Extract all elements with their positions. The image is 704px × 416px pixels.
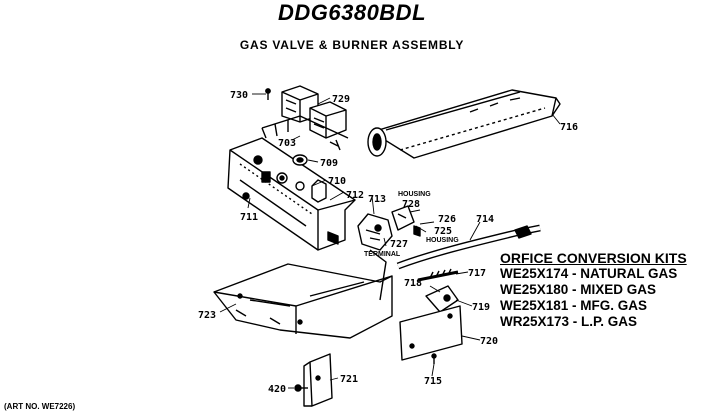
conversion-kit-mixed-gas: WE25X180 - MIXED GAS <box>500 282 657 297</box>
burner-tube-716 <box>367 89 561 159</box>
part-label-713: 713 <box>368 194 386 205</box>
conversion-kit-lp-gas: WR25X173 - L.P. GAS <box>500 314 638 329</box>
part-label-718: 718 <box>404 278 422 289</box>
part-label-720: 720 <box>480 336 498 347</box>
part-label-719: 719 <box>472 302 490 313</box>
model-number-title: DDG6380BDL <box>277 0 427 25</box>
part-label-716: 716 <box>560 122 578 133</box>
access-plate-720 <box>399 305 463 361</box>
terminal-annotation: TERMINAL <box>364 251 401 258</box>
bracket-721 <box>303 353 333 407</box>
screw-420 <box>294 384 308 392</box>
fitting-709 <box>292 154 308 166</box>
valve-coil-assembly-729 <box>261 85 349 151</box>
mounting-bracket-723 <box>213 249 393 339</box>
part-label-714: 714 <box>476 214 494 225</box>
part-label-723: 723 <box>198 310 216 321</box>
gas-supply-tube-714 <box>396 224 541 270</box>
part-label-703: 703 <box>278 138 296 149</box>
part-label-712: 712 <box>346 190 364 201</box>
part-label-709: 709 <box>320 158 338 169</box>
housing-728 <box>391 205 421 237</box>
part-label-729: 729 <box>332 94 350 105</box>
assembly-subtitle: GAS VALVE & BURNER ASSEMBLY <box>239 38 465 52</box>
conversion-kits-heading: ORFICE CONVERSION KITS <box>500 250 687 266</box>
housing-annotation-top: HOUSING <box>398 191 431 198</box>
leader-lines <box>219 93 561 389</box>
screw-730 <box>265 88 271 100</box>
conversion-kit-natural-gas: WE25X174 - NATURAL GAS <box>500 266 678 281</box>
part-label-721: 721 <box>340 374 358 385</box>
part-label-725: 725 <box>434 226 452 237</box>
part-label-727: 727 <box>390 239 408 250</box>
part-label-715: 715 <box>424 376 442 387</box>
art-number: (ART NO. WE7226) <box>4 402 76 411</box>
part-label-730: 730 <box>230 90 248 101</box>
part-label-420: 420 <box>268 384 286 395</box>
part-label-710: 710 <box>328 176 346 187</box>
orifice-holder-718-719 <box>417 268 459 313</box>
gas-valve-body <box>227 137 356 251</box>
housing-annotation-side: HOUSING <box>426 237 459 244</box>
screw-715 <box>431 353 437 364</box>
part-label-726: 726 <box>438 214 456 225</box>
conversion-kit-mfg-gas: WE25X181 - MFG. GAS <box>500 298 648 313</box>
part-label-711: 711 <box>240 212 258 223</box>
part-label-717: 717 <box>468 268 486 279</box>
igniter-bracket-713 <box>357 213 393 251</box>
part-label-728: 728 <box>402 199 420 210</box>
